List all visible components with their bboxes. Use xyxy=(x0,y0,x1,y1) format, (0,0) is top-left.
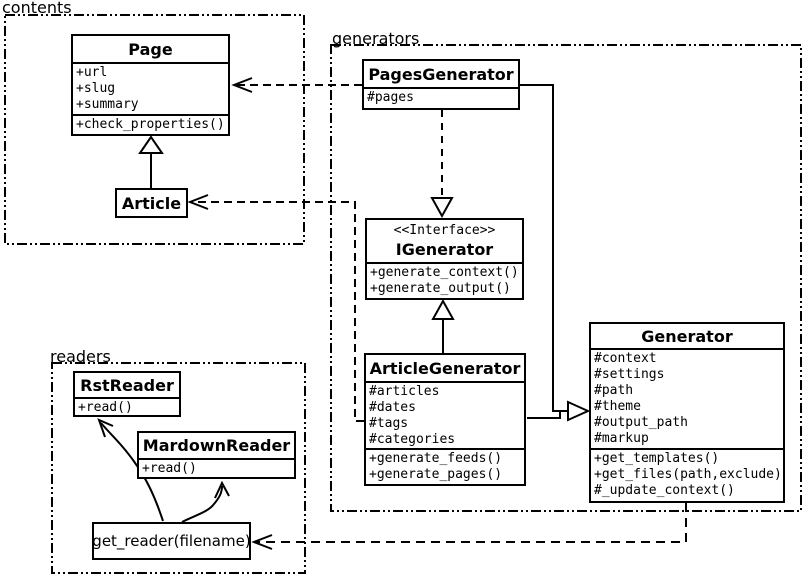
attribute: #path xyxy=(594,383,634,398)
attribute: #settings xyxy=(594,367,665,382)
class-title: IGenerator xyxy=(395,239,494,259)
attributes-compartment: #pages xyxy=(364,87,518,110)
dependency-line-generator-to-getreader xyxy=(256,503,687,543)
class-box-mardown-reader: MardownReader +read() xyxy=(137,431,296,479)
hollow-triangle-icon xyxy=(567,400,591,422)
methods-compartment: +read() xyxy=(139,458,294,479)
class-box-article-generator: ArticleGenerator #articles #dates #tags … xyxy=(364,353,526,486)
methods-compartment: +get_templates() +get_files(path,exclude… xyxy=(591,448,783,501)
class-title: MardownReader xyxy=(142,436,291,455)
package-label-contents: contents xyxy=(2,0,72,17)
class-title: RstReader xyxy=(80,375,174,395)
attributes-compartment: +url +slug +summary xyxy=(73,62,228,114)
method: +generate_context() xyxy=(370,265,519,280)
methods-compartment: +generate_feeds() +generate_pages() xyxy=(366,448,524,486)
method: +generate_feeds() xyxy=(369,451,503,466)
class-title: ArticleGenerator xyxy=(369,358,521,378)
class-box-article: Article xyxy=(115,188,188,218)
class-box-rst-reader: RstReader +read() xyxy=(73,371,181,417)
attribute: #pages xyxy=(367,90,414,105)
class-box-page: Page +url +slug +summary +check_properti… xyxy=(71,34,230,136)
methods-compartment: +generate_context() +generate_output() xyxy=(367,262,522,300)
class-box-generator: Generator #context #settings #path #them… xyxy=(589,322,785,503)
class-title: PagesGenerator xyxy=(368,64,514,84)
attribute: #markup xyxy=(594,431,649,446)
methods-compartment: +read() xyxy=(75,397,179,417)
attribute: #categories xyxy=(369,432,456,447)
attribute: #context xyxy=(594,351,657,366)
class-stereotype: <<Interface>> xyxy=(393,223,496,238)
open-arrowhead-icon xyxy=(214,480,230,499)
package-border-readers xyxy=(51,362,306,574)
class-title: Article xyxy=(121,193,182,213)
hollow-triangle-icon xyxy=(138,135,164,154)
dependency-line-articlegenerator-to-article xyxy=(192,201,364,422)
curved-line-getreader-to-rstreader xyxy=(100,422,164,522)
attribute: +summary xyxy=(76,97,139,112)
open-arrowhead-icon xyxy=(251,534,273,550)
class-title: Page xyxy=(128,39,173,59)
class-title: Generator xyxy=(641,326,733,346)
function-box-get-reader: get_reader(filename) xyxy=(92,522,251,560)
class-box-pages-generator: PagesGenerator #pages xyxy=(362,59,520,110)
attributes-compartment: #context #settings #path #theme #output_… xyxy=(591,348,783,448)
open-arrowhead-icon xyxy=(97,418,114,438)
method: #_update_context() xyxy=(594,483,735,498)
attribute: +slug xyxy=(76,81,116,96)
method: +generate_output() xyxy=(370,281,511,296)
class-box-igenerator: <<Interface>> IGenerator +generate_conte… xyxy=(365,218,524,300)
attribute: #output_path xyxy=(594,415,688,430)
method: +read() xyxy=(142,461,197,476)
methods-compartment: +check_properties() xyxy=(73,114,228,136)
attributes-compartment: #articles #dates #tags #categories xyxy=(366,381,524,448)
method: +read() xyxy=(78,400,133,415)
generalization-line-articlegenerator-to-generator xyxy=(527,412,561,419)
class-header: <<Interface>> IGenerator xyxy=(367,220,522,262)
attribute: #theme xyxy=(594,399,641,414)
open-arrowhead-icon xyxy=(187,194,209,210)
attribute: #dates xyxy=(369,400,416,415)
curved-line-getreader-to-mardownreader xyxy=(181,485,223,523)
attribute: #tags xyxy=(369,416,409,431)
hollow-triangle-icon xyxy=(430,197,454,219)
attribute: +url xyxy=(76,65,108,80)
open-arrowhead-icon xyxy=(231,77,253,93)
package-label-readers: readers xyxy=(50,347,111,366)
package-label-generators: generators xyxy=(332,29,420,48)
attribute: #articles xyxy=(369,384,440,399)
package-border-generators xyxy=(330,44,802,512)
method: +get_files(path,exclude) xyxy=(594,467,782,482)
method: +generate_pages() xyxy=(369,467,503,482)
method: +check_properties() xyxy=(76,117,225,132)
generalization-line-pagesgenerator-to-generator xyxy=(519,84,567,412)
method: +get_templates() xyxy=(594,451,720,466)
hollow-triangle-icon xyxy=(431,298,455,320)
